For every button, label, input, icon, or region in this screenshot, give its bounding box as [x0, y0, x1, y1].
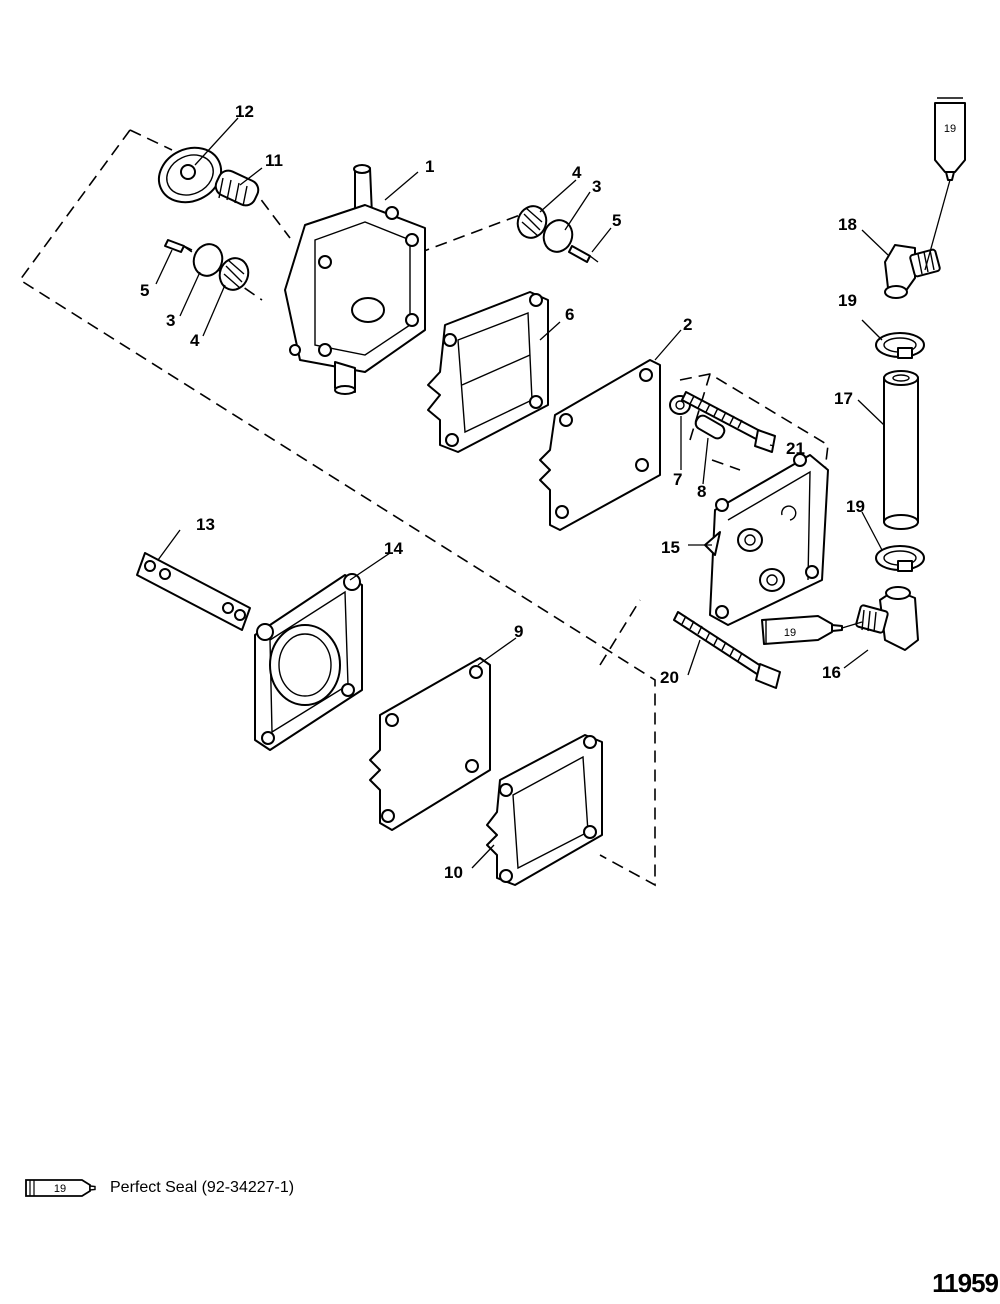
callout-4-left: 4: [190, 331, 200, 350]
callout-8: 8: [697, 482, 706, 501]
sealant-tube-top-label: 19: [944, 123, 956, 135]
callout-17: 17: [834, 389, 853, 408]
callout-20: 20: [660, 668, 679, 687]
callout-14: 14: [384, 539, 403, 558]
part-6-gasket: [427, 291, 549, 453]
callout-4-right: 4: [572, 163, 582, 182]
callout-2: 2: [683, 315, 692, 334]
part-2-diaphragm-plate: [539, 359, 661, 531]
part-15-cover: [704, 453, 829, 626]
callout-10: 10: [444, 863, 463, 882]
callout-5-left: 5: [140, 281, 149, 300]
callout-3-right: 3: [592, 177, 601, 196]
callout-13: 13: [196, 515, 215, 534]
callout-leaders: [155, 117, 889, 869]
legend: 19 Perfect Seal (92-34227-1): [24, 1176, 294, 1200]
callout-19-upper: 19: [838, 291, 857, 310]
part-14-housing: [254, 573, 363, 751]
callout-19-lower: 19: [846, 497, 865, 516]
part-20-bolt: [673, 611, 781, 689]
callout-3-left: 3: [166, 311, 175, 330]
figure-number: 11959: [932, 1268, 999, 1298]
callout-7: 7: [673, 470, 682, 489]
part-9-gasket: [369, 657, 491, 831]
part-10-gasket: [486, 734, 603, 886]
callout-labels: 12 11 1 4 3 5 5 3 4 6 2 18 19 17 21 7 8 …: [140, 102, 865, 882]
callout-15: 15: [661, 538, 680, 557]
part-19-clamp-upper: [875, 332, 925, 359]
callout-11: 11: [265, 151, 283, 170]
sealant-tube-legend-icon: 19: [25, 1179, 96, 1197]
callout-16: 16: [822, 663, 841, 682]
callout-12: 12: [235, 102, 254, 121]
callout-1: 1: [425, 157, 434, 176]
part-17-hose: [883, 370, 919, 530]
callout-18: 18: [838, 215, 857, 234]
sealant-tube-top: 19: [934, 97, 966, 181]
sealant-tube-legend-number: 19: [54, 1183, 66, 1195]
callout-6: 6: [565, 305, 574, 324]
part-1-pump-body: [284, 164, 426, 395]
parts-7-8-21: [669, 391, 776, 453]
part-19-clamp-lower: [875, 545, 925, 572]
part-13-link: [136, 552, 251, 631]
parts-5-3-4-left: [164, 239, 250, 291]
tube-top-leader: [924, 179, 951, 271]
part-12-diaphragm: [157, 146, 223, 204]
part-16-elbow: [855, 586, 919, 651]
callout-21: 21: [786, 439, 805, 458]
callout-9: 9: [514, 622, 523, 641]
sealant-tube-middle: 19: [761, 615, 843, 645]
callout-5-right: 5: [612, 211, 621, 230]
sealant-tube-middle-label: 19: [784, 627, 796, 639]
legend-label: Perfect Seal (92-34227-1): [110, 1179, 295, 1196]
tube-middle-leader: [841, 621, 863, 629]
parts-4-3-5-right: [516, 205, 599, 263]
part-18-elbow: [884, 244, 941, 299]
